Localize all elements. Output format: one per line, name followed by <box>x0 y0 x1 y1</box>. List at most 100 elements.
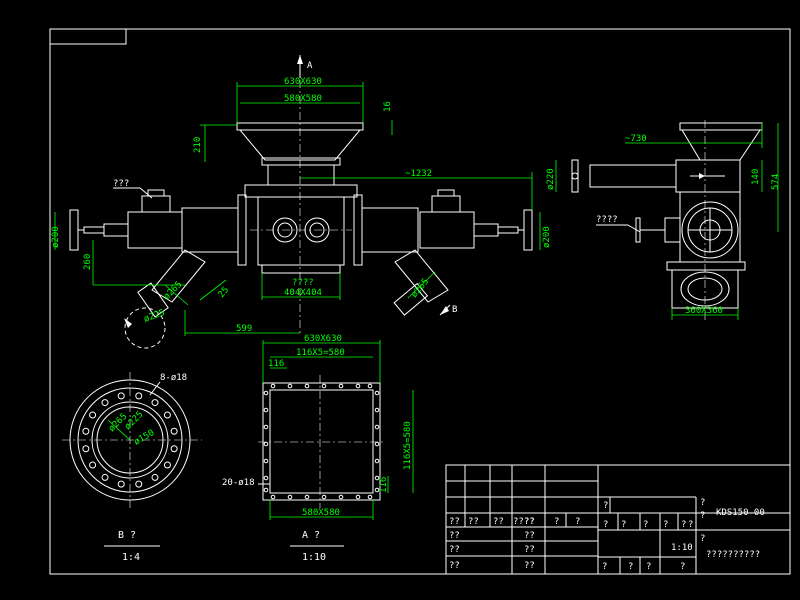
front-note: ???? <box>292 278 314 288</box>
bolt-hole <box>270 383 276 389</box>
bolt-hole <box>263 407 269 413</box>
bolt-hole <box>321 494 327 500</box>
view-a: 20-ø18 A ? 1:10 <box>222 375 385 563</box>
bolt-hole <box>101 473 109 481</box>
view-a-side-sub: 116 <box>379 477 389 493</box>
tb-left-2: ?? <box>449 561 460 571</box>
dim-side-140: 140 <box>751 169 761 185</box>
bolt-hole <box>135 480 143 488</box>
tb-row-b-1: ? <box>621 520 626 530</box>
bolt-hole <box>367 383 373 389</box>
tb-drawing-no: KDS150-00 <box>716 508 765 518</box>
section-marker-b: B <box>452 305 457 315</box>
bolt-hole <box>374 458 380 464</box>
dim-top-inner: 580X580 <box>284 94 322 104</box>
bolt-hole <box>151 399 159 407</box>
title-block: KDS150-00 ? ? ? ? 1:10 ?????????? ?? ?? … <box>445 464 791 575</box>
view-a-holes: 20-ø18 <box>222 478 255 488</box>
dim-side-base: 360X360 <box>685 306 723 316</box>
bolt-hole <box>263 424 269 430</box>
view-a-top-sub: 116 <box>268 359 284 369</box>
dim-span: ~1232 <box>405 169 432 179</box>
bolt-hole <box>117 392 125 400</box>
bolt-hole <box>374 487 380 493</box>
bolt-hole <box>304 383 310 389</box>
dim-top-thk: 16 <box>383 101 393 112</box>
bolt-hole <box>117 480 125 488</box>
front-label-left: ??? <box>113 179 129 189</box>
tb-row-a-5: ? <box>575 517 580 527</box>
dim-branch-d3: ø225 <box>143 308 167 325</box>
section-b-view: ø265 ø225 ø150 8-ø18 B ? 1:4 <box>62 372 202 563</box>
view-a-bolt-holes <box>263 383 380 500</box>
tb-mid-3: ?? <box>524 561 535 571</box>
dim-pipe-d-left: ø200 <box>51 226 61 248</box>
tb-left-0: ?? <box>449 531 460 541</box>
bolt-hole <box>170 445 178 453</box>
dim-side-574: 574 <box>771 174 781 190</box>
tb-row-b-0: ? <box>603 520 608 530</box>
bolt-hole <box>263 441 269 447</box>
tb-left-1: ?? <box>449 545 460 555</box>
tb-mid-2: ?? <box>524 545 535 555</box>
sec-b-d3: ø150 <box>133 428 157 448</box>
bolt-hole <box>89 411 97 419</box>
dim-shaft-h: 260 <box>83 254 93 270</box>
tb-bottom-3: ? <box>680 562 685 572</box>
tb-q4: ? <box>603 501 608 511</box>
bolt-hole <box>287 383 293 389</box>
tb-row-a-0: ?? <box>449 517 460 527</box>
bolt-hole <box>82 427 90 435</box>
bolt-hole <box>101 399 109 407</box>
bolt-hole <box>163 461 171 469</box>
tb-row-b-5: ? <box>688 520 693 530</box>
dim-side-top: ~730 <box>625 134 647 144</box>
tb-q1: ? <box>700 498 705 508</box>
dim-side-pipe: ø220 <box>546 168 556 190</box>
sec-b-holes: 8-ø18 <box>160 373 187 383</box>
bolt-hole <box>263 487 269 493</box>
front-view-dimensions: 630X630 580X580 16 210 ~1232 404X404 ???… <box>51 77 552 336</box>
tb-row-a-4: ? <box>554 517 559 527</box>
dim-angle: 25 <box>217 285 232 300</box>
tb-q3: ? <box>700 534 705 544</box>
flange-bolt-holes <box>82 392 178 488</box>
tb-bottom-2: ? <box>646 562 651 572</box>
view-a-top-outer: 630X630 <box>304 334 342 344</box>
bolt-hole <box>82 445 90 453</box>
side-label: ???? <box>596 215 618 225</box>
bolt-hole <box>287 494 293 500</box>
dim-branch-d2: ø265 <box>410 277 432 300</box>
dim-pipe-d-right: ø200 <box>542 226 552 248</box>
bolt-hole <box>374 390 380 396</box>
bolt-hole <box>321 383 327 389</box>
bolt-hole <box>374 424 380 430</box>
bolt-hole <box>170 427 178 435</box>
sheet-corner-box <box>49 28 127 45</box>
tb-row-b-3: ? <box>663 520 668 530</box>
tb-bottom-1: ? <box>628 562 633 572</box>
bolt-hole <box>270 494 276 500</box>
tb-row-a-3: ???? <box>513 517 535 527</box>
tb-row-a-2: ?? <box>493 517 504 527</box>
dim-offset: 599 <box>236 324 252 334</box>
bolt-hole <box>374 441 380 447</box>
tb-row-a-1: ?? <box>468 517 479 527</box>
bolt-hole <box>338 494 344 500</box>
view-a-side-pitch: 116X5=580 <box>403 421 413 470</box>
sheet-border <box>49 28 791 575</box>
sec-b-scale: 1:4 <box>122 552 140 563</box>
bolt-hole <box>263 475 269 481</box>
tb-mid-0: ?? <box>524 517 535 527</box>
dim-outlet: 404X404 <box>284 288 322 298</box>
bolt-hole <box>304 494 310 500</box>
tb-name: ?????????? <box>706 550 760 560</box>
bolt-hole <box>135 392 143 400</box>
bolt-hole <box>163 411 171 419</box>
bolt-hole <box>338 383 344 389</box>
view-a-scale: 1:10 <box>302 552 326 563</box>
bolt-hole <box>263 390 269 396</box>
tb-scale: 1:10 <box>671 543 693 553</box>
bolt-hole <box>367 494 373 500</box>
